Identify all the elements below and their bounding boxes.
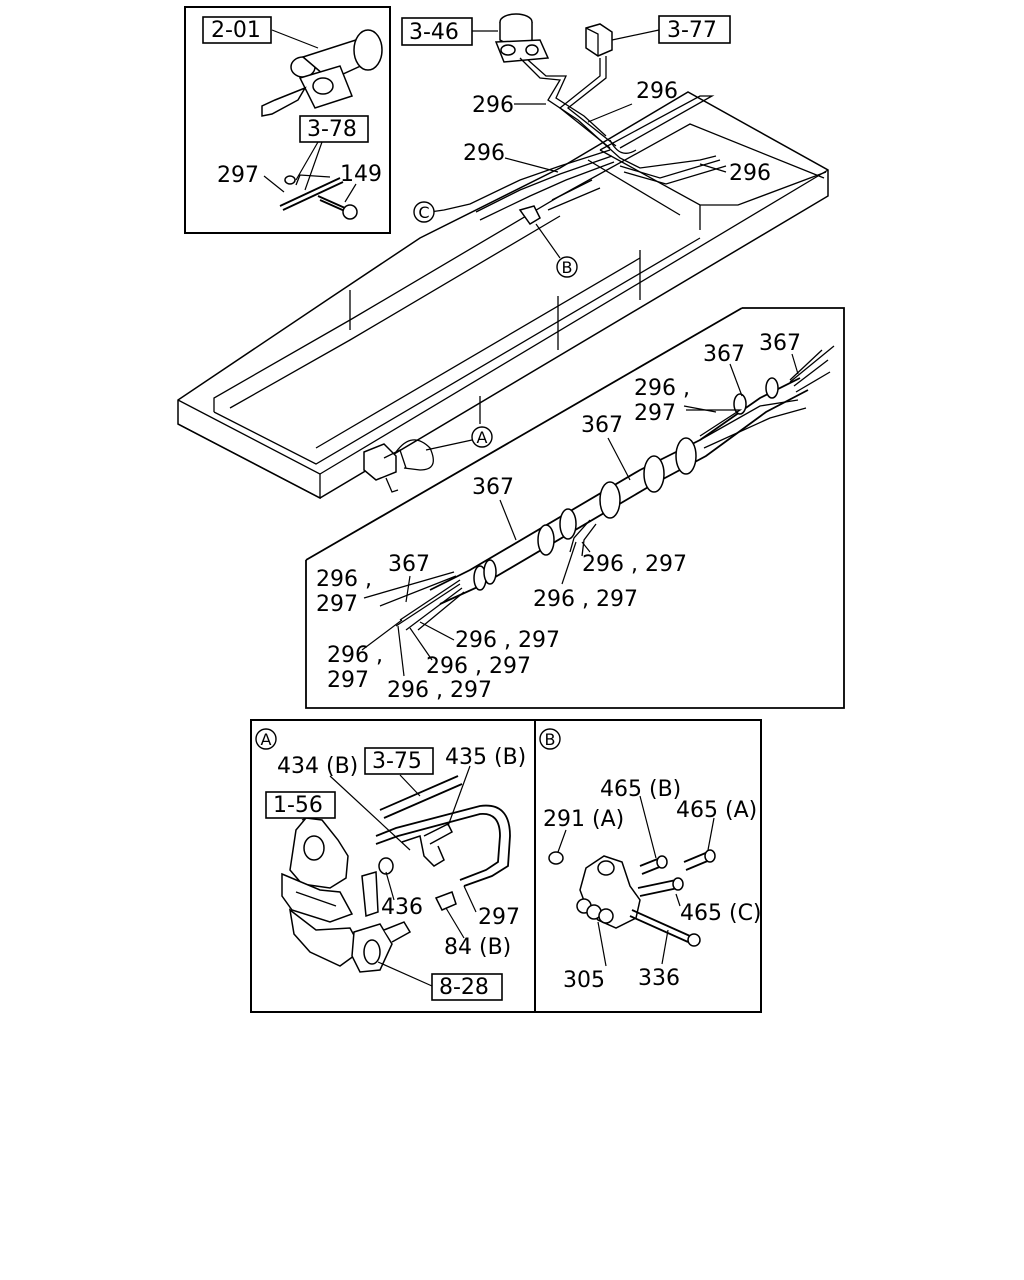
relay-valve-drawing [281,817,412,973]
label-296-297-c: 296 , 297 [533,587,638,612]
harness-detail-box: 367 367 296 , 297 367 367 296 , 297 296 … [305,307,845,709]
callout-b: B [562,258,573,277]
label-296-297-e: 296 , 297 [455,628,560,653]
chassis-frame-drawing [177,91,829,500]
label-465a: 465 (A) [676,798,757,823]
callout-a: A [477,428,488,447]
ref-box-1-56: 1-56 [273,793,323,818]
label-149: 149 [340,162,382,187]
label-434b: 434 (B) [277,754,358,779]
label-367-1: 367 [759,331,801,356]
label-296-2: 296 [636,79,678,104]
label-336: 336 [638,966,680,991]
starter-motor-drawing [261,29,383,117]
label-291a: 291 (A) [543,807,624,832]
label-296-3: 296 [463,141,505,166]
label-367-2: 367 [703,342,745,367]
brake-pipes-frame [429,56,727,225]
label-296-297-d-line1: 296 , [316,567,372,592]
valve-a-frame-drawing [363,439,434,493]
label-367-3: 367 [581,413,623,438]
label-465c: 465 (C) [680,901,762,926]
detail-a-box: A [250,719,536,1013]
label-296-4: 296 [729,161,771,186]
ref-box-2-01: 2-01 [211,18,261,43]
label-435b: 435 (B) [445,745,526,770]
callout-c: C [418,203,429,222]
label-296-297-g-line1: 296 , [327,643,383,668]
label-296-297-d-line2: 297 [316,592,358,617]
label-296-297-h: 296 , 297 [387,678,492,703]
harness-bundle-drawing [363,345,835,631]
label-367-5: 367 [388,552,430,577]
label-296-297-a-line2: 297 [634,401,676,426]
detail-a-callout: A [261,730,272,749]
ref-box-3-46: 3-46 [409,20,459,45]
ref-box-8-28: 8-28 [439,975,489,1000]
pipe-297-detail-a [375,775,511,911]
label-296-297-a-line1: 296 , [634,376,690,401]
label-305: 305 [563,968,605,993]
air-dryer-drawing [494,13,550,63]
ref-box-3-78: 3-78 [307,117,357,142]
label-297-detail-a: 297 [478,905,520,930]
valve-3-77-drawing [585,23,613,57]
detail-b-box: B [534,719,762,1013]
label-465b: 465 (B) [600,777,681,802]
label-296-297-b: 296 , 297 [582,552,687,577]
label-296-297-g-line2: 297 [327,668,369,693]
label-297-inset: 297 [217,163,259,188]
label-436: 436 [381,895,423,920]
bolt-149-drawing [279,174,358,220]
inset-starter-box: 2-01 3-78 297 149 [184,6,391,234]
label-84b: 84 (B) [444,935,511,960]
detail-b-callout: B [545,730,556,749]
ref-box-3-75: 3-75 [372,749,422,774]
label-296-1: 296 [472,93,514,118]
ref-box-3-77: 3-77 [667,18,717,43]
label-296-297-f: 296 , 297 [426,654,531,679]
check-valve-manifold-drawing [548,849,716,947]
label-367-4: 367 [472,475,514,500]
